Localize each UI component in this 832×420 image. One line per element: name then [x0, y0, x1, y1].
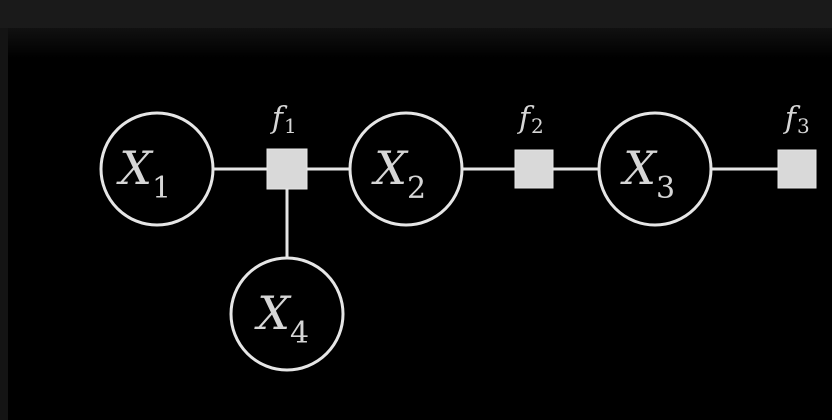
edges	[213, 167, 778, 258]
factor-subscript: 1	[284, 114, 297, 138]
variable-label: X	[116, 141, 154, 195]
factor-node-f2: f 2	[514, 101, 554, 189]
variable-subscript: 2	[407, 171, 426, 206]
variable-subscript: 3	[656, 171, 675, 206]
variable-node-x1: X 1	[99, 111, 215, 227]
variable-node-x4: X 4	[229, 256, 345, 372]
variable-subscript: 1	[152, 171, 171, 206]
variable-circle	[229, 256, 345, 372]
variable-subscript: 4	[290, 316, 309, 351]
variable-label: X	[620, 141, 658, 195]
factor-subscript: 2	[531, 114, 544, 138]
factor-square	[266, 148, 308, 190]
variable-node-x2: X 2	[348, 111, 464, 227]
factor-square	[514, 149, 554, 189]
factor-node-f1: f 1	[266, 101, 308, 190]
variable-circle	[99, 111, 215, 227]
variable-label: X	[371, 141, 409, 195]
variable-label: X	[254, 286, 292, 340]
variable-circle	[597, 111, 713, 227]
factor-square	[777, 149, 817, 189]
variable-node-x3: X 3	[597, 111, 713, 227]
factor-subscript: 3	[797, 114, 810, 138]
variable-circle	[348, 111, 464, 227]
left-edge	[0, 28, 8, 420]
top-bar	[0, 0, 832, 28]
factor-node-f3: f 3	[777, 101, 817, 189]
top-shade	[8, 28, 832, 58]
